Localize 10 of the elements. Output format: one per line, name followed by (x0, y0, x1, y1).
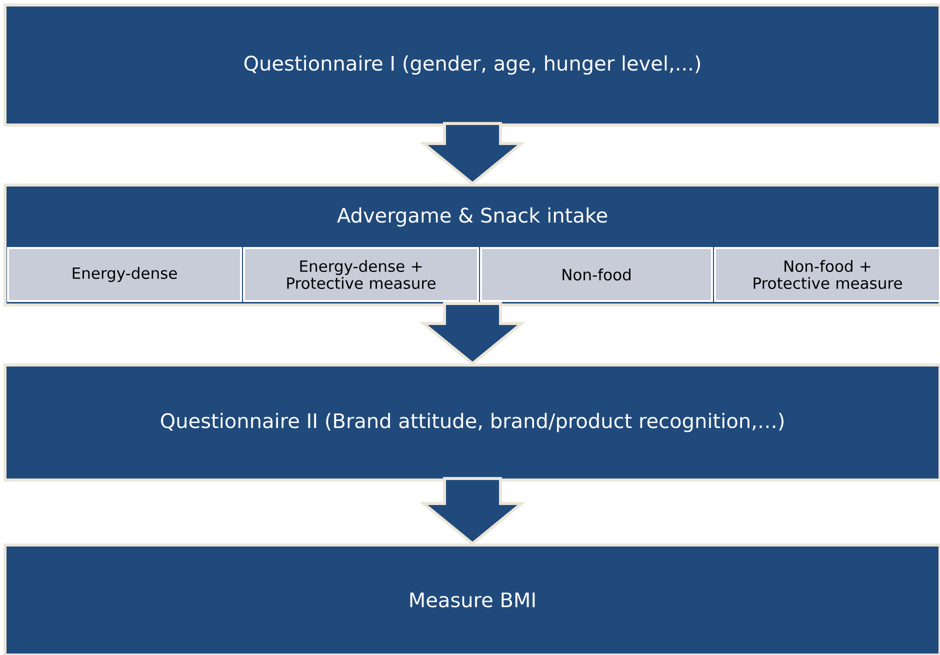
block-arrow (419, 477, 526, 546)
condition-cell: Non-food (480, 247, 713, 302)
block-arrow (419, 302, 526, 366)
condition-cell: Energy-dense + Protective measure (243, 247, 479, 302)
step-box: Questionnaire II (Brand attitude, brand/product recognition,…) (4, 364, 940, 482)
condition-cell: Energy-dense (7, 247, 242, 302)
condition-cell: Non-food + Protective measure (714, 247, 940, 302)
step-box: Questionnaire I (gender, age, hunger level,...) (4, 4, 940, 126)
step-box: Measure BMI (4, 544, 940, 655)
block-arrow (419, 122, 526, 186)
